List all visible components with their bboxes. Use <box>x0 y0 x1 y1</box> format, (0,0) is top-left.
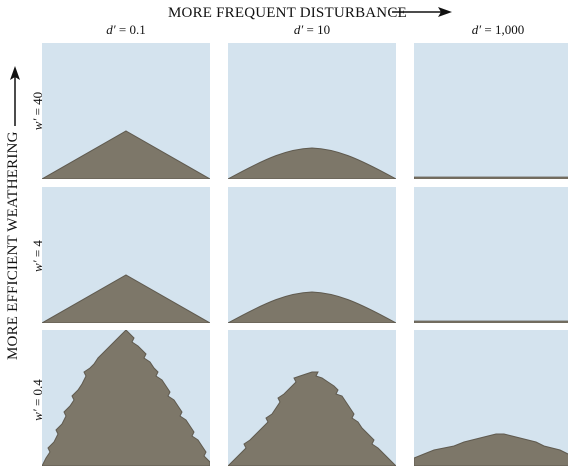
panel-r3-c3 <box>414 330 568 466</box>
hillslope-profile <box>42 274 210 323</box>
hillslope-profile <box>414 433 568 466</box>
horizontal-axis-title: MORE FREQUENT DISTURBANCE <box>168 5 407 21</box>
hillslope-profile <box>414 320 568 323</box>
panel-r1-c3 <box>414 43 568 179</box>
column-3-symbol: d′ <box>471 22 482 37</box>
hillslope-profile <box>414 176 568 179</box>
hillslope-profile <box>228 371 396 466</box>
column-2-symbol: d′ <box>293 22 304 37</box>
column-1-symbol: d′ <box>106 22 116 37</box>
column-label-1: d′ = 0.1 <box>36 22 216 38</box>
column-2-value: = 10 <box>306 22 331 37</box>
panel-r2-c2 <box>228 187 396 323</box>
vertical-axis-title: MORE EFFICIENT WEATHERING <box>5 131 21 360</box>
hillslope-profile <box>42 130 210 179</box>
right-arrow-icon <box>392 7 452 17</box>
column-1-value: = 0.1 <box>118 22 146 37</box>
column-3-value: = 1,000 <box>484 22 525 37</box>
panel-r2-c3 <box>414 187 568 323</box>
column-label-2: d′ = 10 <box>222 22 402 38</box>
hillslope-profile <box>42 330 210 466</box>
column-label-3: d′ = 1,000 <box>408 22 568 38</box>
hillslope-profile <box>228 291 396 323</box>
panel-r3-c2 <box>228 330 396 466</box>
panel-r3-c1 <box>42 330 210 466</box>
hillslope-profile <box>228 147 396 179</box>
panel-r1-c2 <box>228 43 396 179</box>
panel-r1-c1 <box>42 43 210 179</box>
up-arrow-icon <box>10 66 20 126</box>
panel-r2-c1 <box>42 187 210 323</box>
